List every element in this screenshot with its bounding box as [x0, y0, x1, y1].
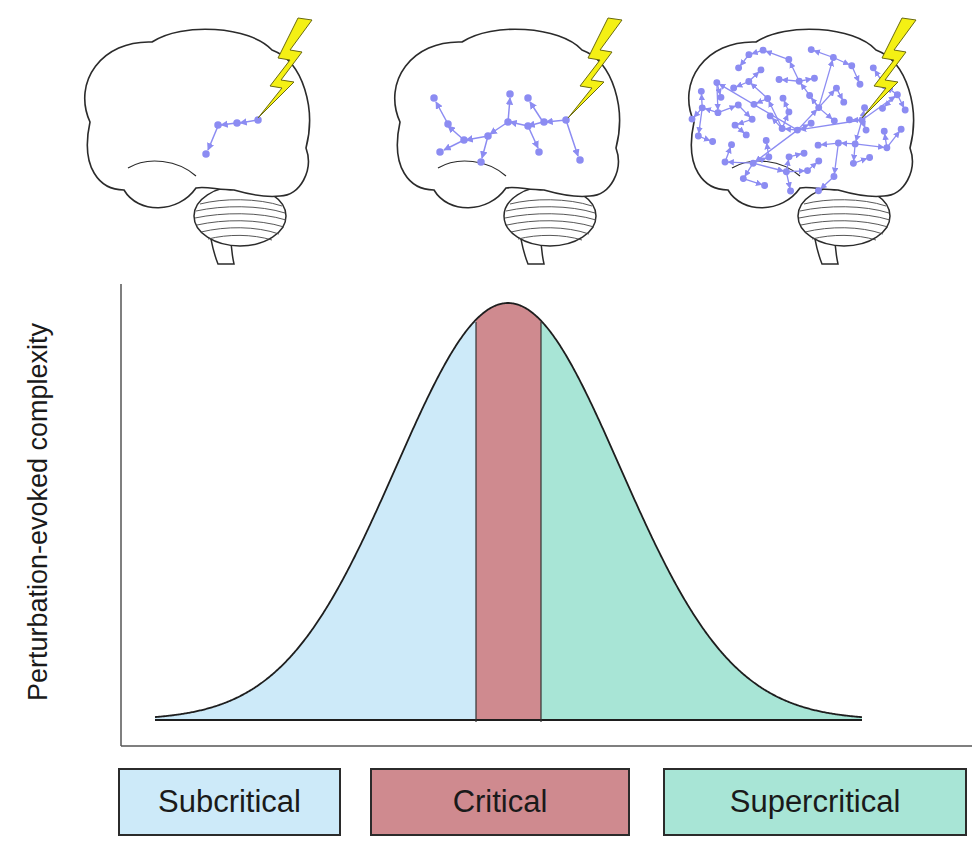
- region-name: Subcritical: [158, 784, 301, 820]
- network-node: [729, 142, 735, 148]
- network-node: [808, 47, 814, 53]
- network-node: [767, 113, 773, 119]
- network-node: [765, 96, 771, 102]
- network-node: [863, 127, 869, 133]
- network-node: [746, 79, 752, 85]
- network-node: [816, 188, 822, 194]
- critical-region: [476, 303, 541, 720]
- network-node: [689, 116, 695, 122]
- subcritical-region: [155, 320, 476, 720]
- network-node: [836, 140, 842, 146]
- network-node: [751, 102, 757, 108]
- network-node: [805, 168, 811, 174]
- region-divider: [475, 322, 476, 722]
- network-node: [699, 105, 705, 111]
- network-node: [743, 132, 749, 138]
- network-node: [779, 126, 785, 132]
- network-node: [710, 139, 716, 145]
- region-divider: [540, 322, 541, 722]
- network-node: [870, 65, 876, 71]
- subcritical-box: Subcritical: [118, 768, 341, 836]
- critical-box: Critical: [370, 768, 630, 836]
- network-node: [758, 67, 764, 73]
- network-node: [722, 159, 728, 165]
- network-node: [780, 95, 786, 101]
- network-node: [731, 85, 737, 91]
- network-node: [786, 109, 792, 115]
- network-node: [898, 126, 904, 132]
- axis-label: Perturbation-evoked complexity: [23, 323, 54, 701]
- network-node: [884, 145, 890, 151]
- network-link: [756, 130, 798, 161]
- network-node: [851, 161, 857, 167]
- network-node: [867, 155, 873, 161]
- network-node: [786, 57, 792, 63]
- network-node: [786, 154, 792, 160]
- supercritical-region: [541, 321, 862, 720]
- bell-curve: [155, 303, 862, 720]
- network-link: [753, 163, 783, 171]
- network-node: [749, 116, 755, 122]
- y-axis: [120, 284, 122, 746]
- network-link: [834, 143, 838, 173]
- network-link: [819, 90, 835, 107]
- network-node: [741, 176, 747, 182]
- network-node: [847, 117, 853, 123]
- network-node: [880, 106, 886, 112]
- network-node: [801, 150, 807, 156]
- network-node: [849, 63, 855, 69]
- brain-illustration: [689, 18, 916, 264]
- network-node: [831, 174, 837, 180]
- network-node: [746, 52, 752, 58]
- network-node: [895, 92, 901, 98]
- network-node: [762, 183, 768, 189]
- network-node: [859, 117, 865, 123]
- brain-illustration: [395, 18, 622, 264]
- network-node: [699, 89, 705, 95]
- network-node: [808, 121, 814, 127]
- network-node: [841, 99, 847, 105]
- supercritical-box: Supercritical: [663, 768, 967, 836]
- network-link: [801, 84, 819, 108]
- network-node: [812, 76, 818, 82]
- network-node: [784, 169, 790, 175]
- network-node: [732, 122, 738, 128]
- brain-illustration: [85, 18, 312, 264]
- network-node: [881, 128, 887, 134]
- network-node: [857, 82, 863, 88]
- network-link: [766, 51, 789, 59]
- network-link: [797, 110, 816, 130]
- network-node: [816, 158, 822, 164]
- network-node: [736, 65, 742, 71]
- network-node: [718, 95, 724, 101]
- network-link: [728, 162, 753, 163]
- network-node: [766, 154, 772, 160]
- network-node: [832, 118, 838, 124]
- network-node: [816, 105, 822, 111]
- network-node: [715, 110, 721, 116]
- network-node: [815, 142, 821, 148]
- network-node: [714, 80, 720, 86]
- region-name: Supercritical: [730, 784, 901, 820]
- network-node: [862, 105, 868, 111]
- network-node: [750, 160, 756, 166]
- network-node: [776, 77, 782, 83]
- network-node: [902, 107, 908, 113]
- network-node: [788, 188, 794, 194]
- network-node: [796, 78, 802, 84]
- region-name: Critical: [453, 784, 548, 820]
- network-node: [696, 133, 702, 139]
- network-node: [831, 55, 837, 61]
- network-node: [852, 141, 858, 147]
- network-node: [763, 138, 769, 144]
- x-axis: [121, 745, 972, 747]
- network-node: [735, 102, 741, 108]
- network-link: [855, 144, 884, 147]
- network-node: [795, 127, 801, 133]
- network-node: [807, 93, 813, 99]
- network-node: [760, 47, 766, 53]
- network-node: [834, 85, 840, 91]
